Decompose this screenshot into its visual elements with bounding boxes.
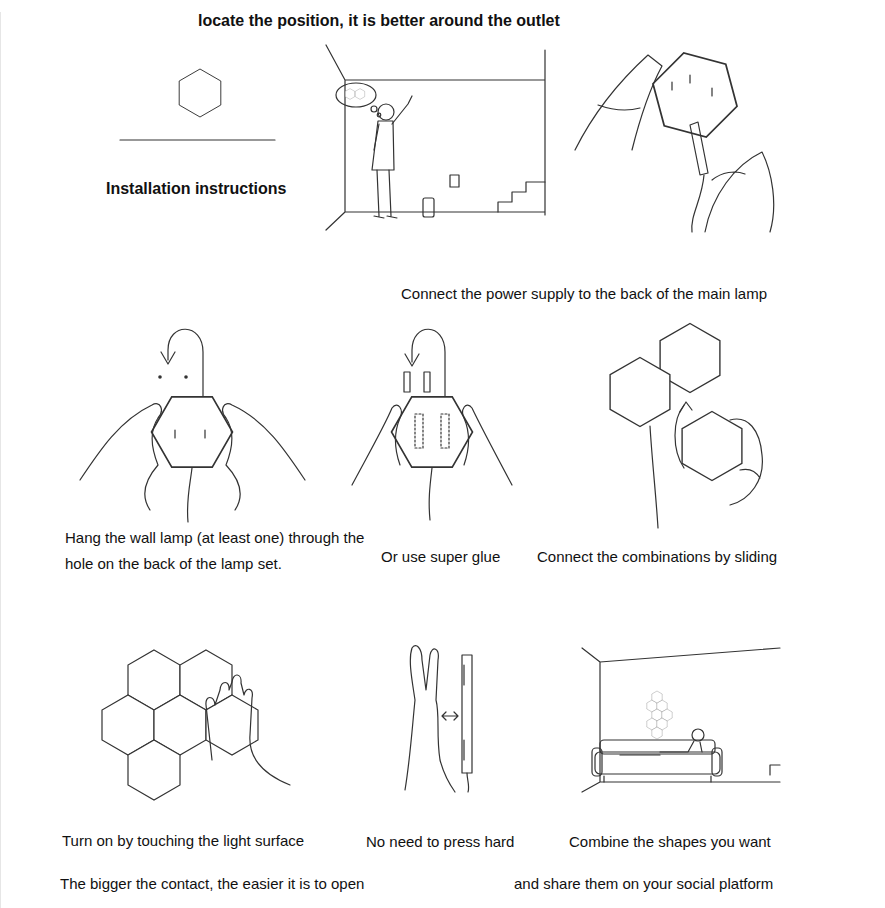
light-touch-scene (405, 646, 472, 792)
instruction-text: Or use super glue (381, 548, 500, 566)
living-room-scene (582, 648, 780, 792)
glue-scene (352, 329, 512, 520)
instruction-text: No need to press hard (366, 833, 514, 851)
touch-scene (102, 650, 290, 800)
instruction-text: Combine the shapes you want (569, 833, 771, 851)
instruction-text: The bigger the contact, the easier it is… (60, 875, 364, 893)
instruction-text: Connect the power supply to the back of … (401, 285, 767, 303)
instruction-text: locate the position, it is better around… (198, 12, 560, 30)
heading-text: Installation instructions (106, 180, 286, 198)
instruction-text: Connect the combinations by sliding (537, 548, 777, 566)
slide-scene (610, 324, 762, 529)
hexagon-icon (179, 69, 221, 117)
power-scene (575, 47, 774, 232)
room-scene (326, 45, 545, 230)
hang-scene (80, 329, 305, 522)
instruction-text: and share them on your social platform (514, 875, 773, 893)
instruction-text: Hang the wall lamp (at least one) throug… (65, 525, 383, 577)
instruction-text: Turn on by touching the light surface (62, 832, 304, 850)
